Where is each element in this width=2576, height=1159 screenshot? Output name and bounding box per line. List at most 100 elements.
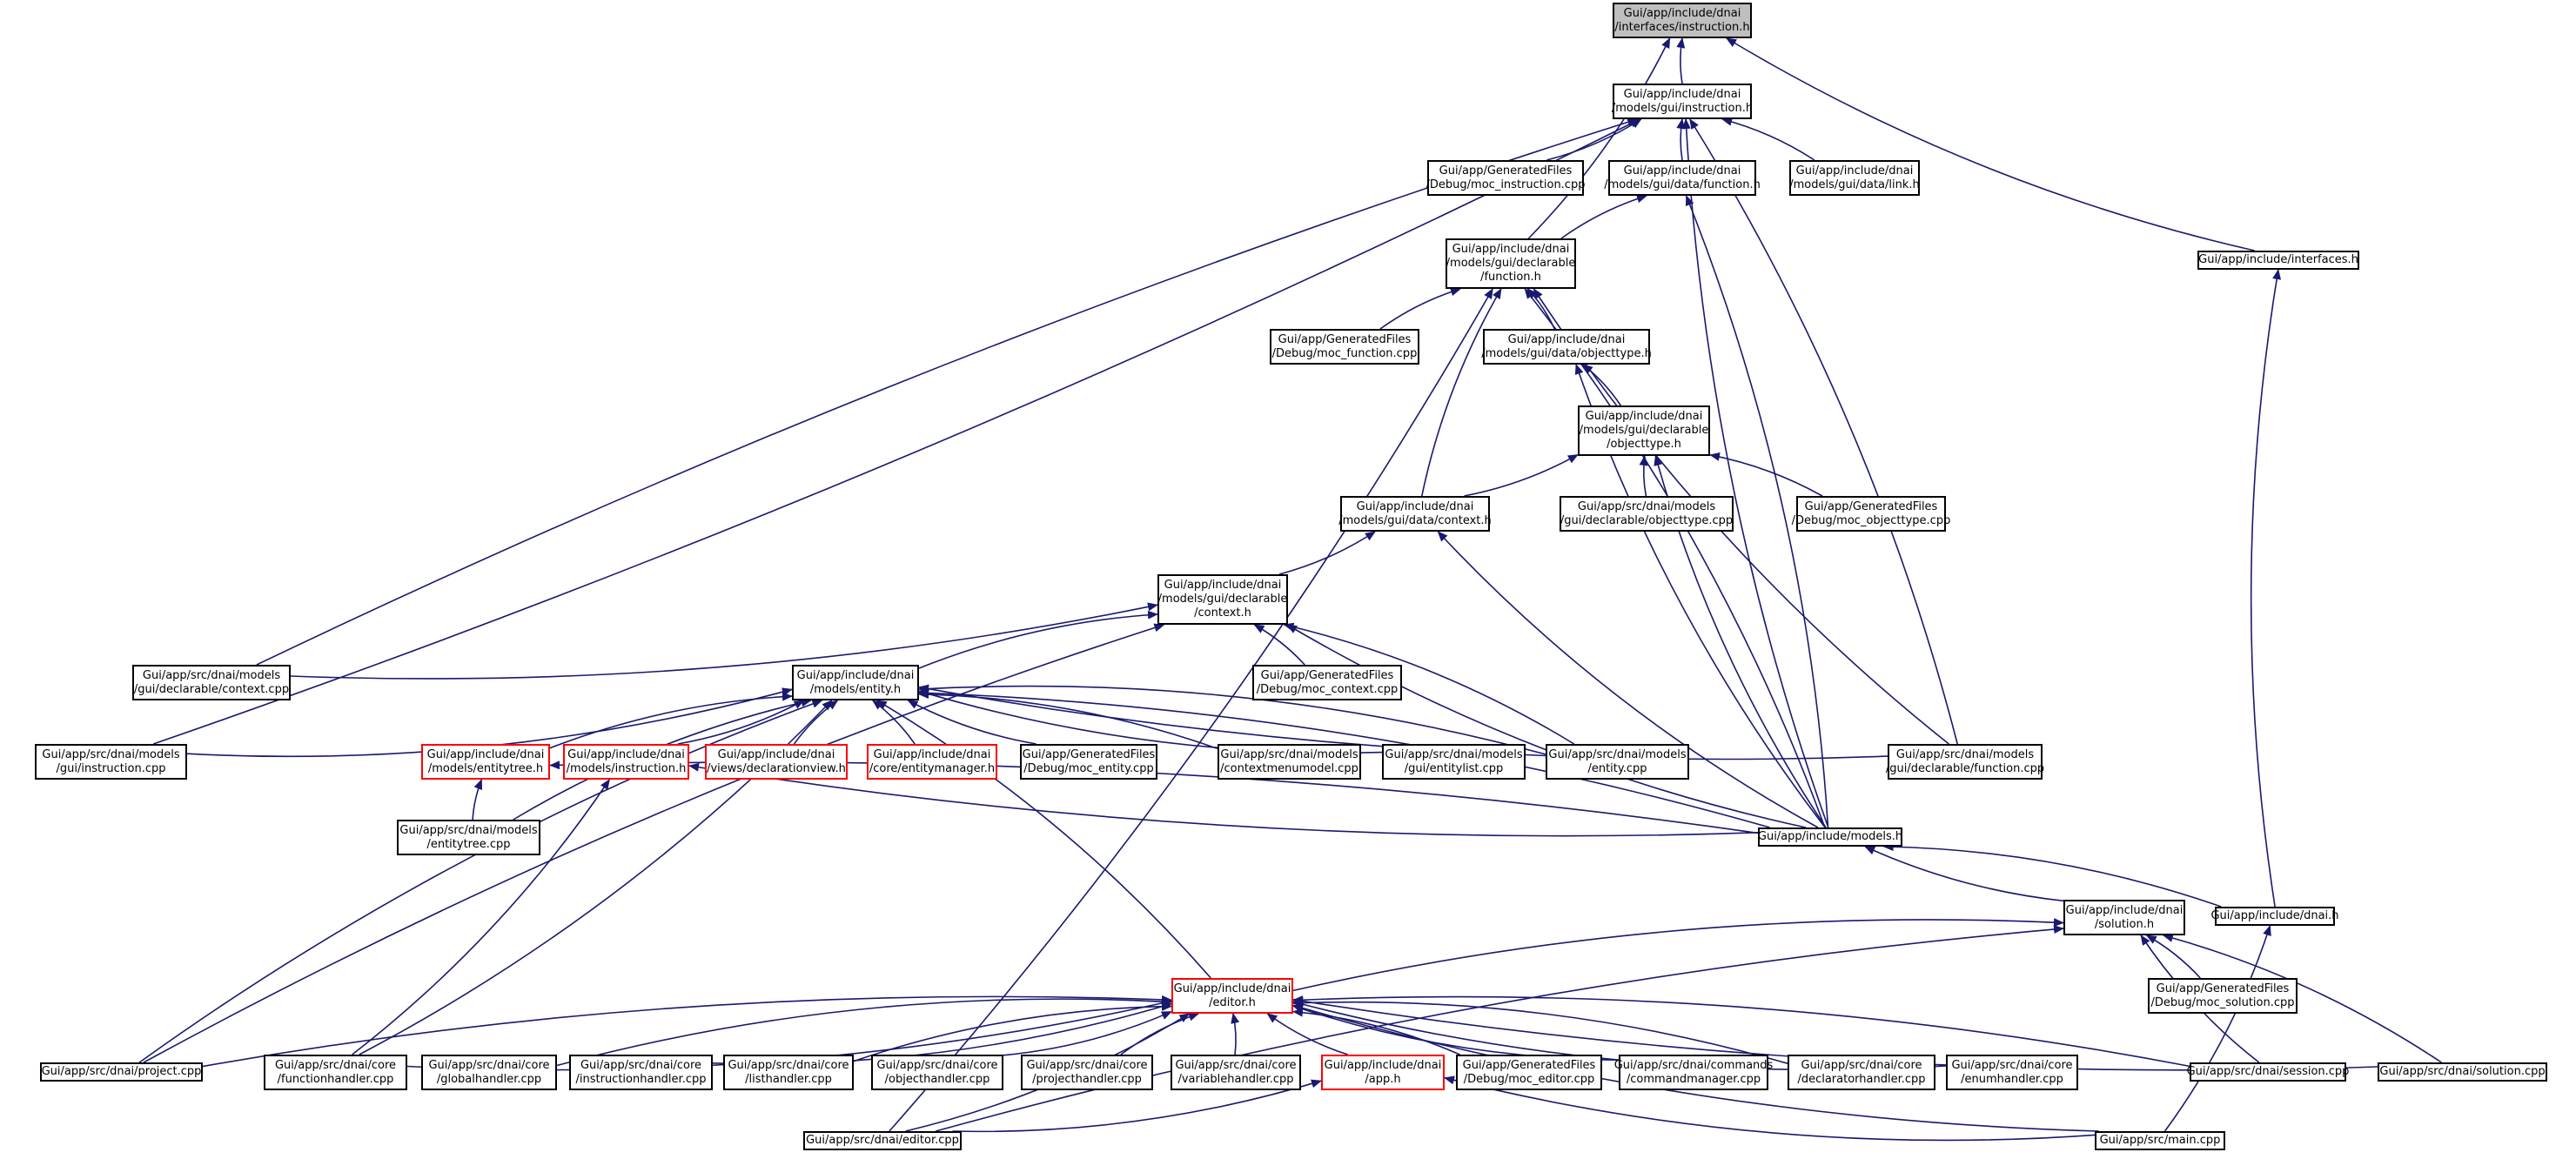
node-instr-if[interactable]: Gui/app/include/dnai/interfaces/instruct… [1613, 3, 1752, 38]
node-entitylist[interactable]: Gui/app/src/dnai/models/gui/entitylist.c… [1382, 744, 1526, 780]
node-entitytree-cpp[interactable]: Gui/app/src/dnai/models/entitytree.cpp [397, 820, 540, 855]
node-label-line: /projecthandler.cpp [1032, 1072, 1142, 1086]
node-moc-objecttype[interactable]: Gui/app/GeneratedFiles/Debug/moc_objectt… [1792, 496, 1950, 532]
node-label-line: Gui/app/include/dnai [717, 747, 835, 761]
node-label-line: Gui/app/src/dnai/models [1577, 499, 1716, 513]
node-moc-entity[interactable]: Gui/app/GeneratedFiles/Debug/moc_entity.… [1020, 744, 1157, 780]
node-label-line: /Debug/moc_context.cpp [1256, 682, 1399, 696]
node-objecthandler[interactable]: Gui/app/src/dnai/core/objecthandler.cpp [871, 1055, 1003, 1090]
edge-models-h-to-data-context [1437, 531, 1819, 828]
node-data-objecttype[interactable]: Gui/app/include/dnai/models/gui/data/obj… [1481, 329, 1652, 365]
node-decl-function[interactable]: Gui/app/include/dnai/models/gui/declarab… [1446, 238, 1576, 289]
edge-moc-entity-to-entity-h [907, 700, 1036, 745]
node-entitymanager[interactable]: Gui/app/include/dnai/core/entitymanager.… [867, 744, 997, 780]
node-label-line: Gui/app/include/dnai [1173, 981, 1291, 995]
edge-function-cpp-to-gui-instr [1689, 118, 1958, 745]
edge-entity-h-to-decl-context [918, 610, 1158, 669]
node-entity-h[interactable]: Gui/app/include/dnai/models/entity.h [792, 665, 919, 700]
node-dnai-h[interactable]: Gui/app/include/dnai.h [2210, 907, 2339, 926]
node-main-cpp[interactable]: Gui/app/src/main.cpp [2095, 1131, 2225, 1150]
node-declaratorhandler[interactable]: Gui/app/src/dnai/core/declaratorhandler.… [1788, 1055, 1935, 1090]
node-moc-solution[interactable]: Gui/app/GeneratedFiles/Debug/moc_solutio… [2148, 978, 2298, 1014]
node-editor-cpp[interactable]: Gui/app/src/dnai/editor.cpp [803, 1131, 962, 1150]
node-commandmanager[interactable]: Gui/app/src/dnai/commands/commandmanager… [1614, 1055, 1773, 1090]
node-label-line: Gui/app/src/dnai/models [399, 823, 538, 837]
node-declview[interactable]: Gui/app/include/dnai/views/declarationvi… [705, 744, 848, 780]
node-interfaces[interactable]: Gui/app/include/interfaces.h [2197, 251, 2359, 270]
node-label-line: /commandmanager.cpp [1626, 1072, 1761, 1086]
node-variablehandler[interactable]: Gui/app/src/dnai/core/variablehandler.cp… [1171, 1055, 1301, 1090]
node-moc-context[interactable]: Gui/app/GeneratedFiles/Debug/moc_context… [1252, 665, 1402, 700]
node-label-line: Gui/app/GeneratedFiles [2156, 981, 2290, 995]
node-entitytree-h[interactable]: Gui/app/include/dnai/models/entitytree.h [421, 744, 550, 780]
node-project-cpp[interactable]: Gui/app/src/dnai/project.cpp [40, 1062, 203, 1082]
edge-dnai-h-to-interfaces [2250, 269, 2282, 908]
node-label-line: Gui/app/src/dnai/core [1175, 1058, 1297, 1072]
node-listhandler[interactable]: Gui/app/src/dnai/core/listhandler.cpp [723, 1055, 854, 1090]
node-label-line: /declaratorhandler.cpp [1797, 1072, 1926, 1086]
node-label-line: /gui/instruction.cpp [56, 761, 166, 775]
edge-main-cpp-to-dnai-h [2163, 925, 2271, 1132]
node-app-h[interactable]: Gui/app/include/dnai/app.h [1321, 1055, 1445, 1090]
node-solution-h[interactable]: Gui/app/include/dnai/solution.h [2063, 900, 2185, 935]
node-label-line: Gui/app/include/dnai [796, 668, 915, 682]
node-label-line: Gui/app/src/dnai/editor.cpp [806, 1134, 959, 1147]
edge-objecthandler-to-editor-h [1003, 1010, 1172, 1056]
edge-globalhandler-to-editor-h [556, 997, 1172, 1067]
node-editor-h[interactable]: Gui/app/include/dnai/editor.h [1171, 978, 1293, 1014]
node-label-line: Gui/app/src/main.cpp [2099, 1134, 2221, 1147]
node-label-line: /listhandler.cpp [745, 1072, 832, 1086]
node-entity-cpp[interactable]: Gui/app/src/dnai/models/entity.cpp [1546, 744, 1689, 780]
node-models-instruction-h[interactable]: Gui/app/include/dnai/models/instruction.… [563, 744, 689, 780]
node-label-line: /Debug/moc_editor.cpp [1463, 1072, 1595, 1086]
node-data-context[interactable]: Gui/app/include/dnai/models/gui/data/con… [1338, 496, 1492, 532]
node-data-function[interactable]: Gui/app/include/dnai/models/gui/data/fun… [1604, 160, 1761, 196]
node-models-h[interactable]: Gui/app/include/models.h [1758, 827, 1902, 847]
node-label-line: /context.h [1194, 606, 1251, 620]
node-contextmenumodel[interactable]: Gui/app/src/dnai/models/contextmenumodel… [1218, 744, 1361, 780]
node-label-line: /models/gui/declarable [1157, 593, 1288, 606]
node-decl-context[interactable]: Gui/app/include/dnai/models/gui/declarab… [1157, 574, 1288, 625]
node-moc-editor[interactable]: Gui/app/GeneratedFiles/Debug/moc_editor.… [1456, 1055, 1602, 1090]
node-label-line: Gui/app/include/dnai [426, 747, 545, 761]
node-label-line: /views/declarationview.h [707, 761, 846, 775]
node-moc-function[interactable]: Gui/app/GeneratedFiles/Debug/moc_functio… [1270, 329, 1419, 365]
edge-project-cpp-to-entity-h [138, 700, 823, 1063]
node-functionhandler[interactable]: Gui/app/src/dnai/core/functionhandler.cp… [264, 1055, 407, 1090]
node-instructionhandler[interactable]: Gui/app/src/dnai/core/instructionhandler… [569, 1055, 713, 1090]
node-gui-instr[interactable]: Gui/app/include/dnai/models/gui/instruct… [1612, 84, 1753, 119]
node-projecthandler[interactable]: Gui/app/src/dnai/core/projecthandler.cpp [1021, 1055, 1153, 1090]
node-label-line: /functionhandler.cpp [277, 1072, 394, 1086]
edge-moc-solution-to-solution-h [2145, 935, 2201, 979]
edge-entitymanager-to-entity-h [871, 700, 916, 745]
node-gui-instruction-cpp[interactable]: Gui/app/src/dnai/models/gui/instruction.… [35, 744, 187, 780]
node-context-cpp[interactable]: Gui/app/src/dnai/models/gui/declarable/c… [132, 665, 291, 700]
node-objecttype-cpp[interactable]: Gui/app/src/dnai/models/gui/declarable/o… [1560, 496, 1734, 532]
node-session-cpp[interactable]: Gui/app/src/dnai/session.cpp [2187, 1062, 2349, 1082]
node-label-line: /variablehandler.cpp [1177, 1072, 1294, 1086]
edge-gui-instruction-cpp-to-gui-instr [153, 118, 1641, 745]
node-label-line: /globalhandler.cpp [436, 1072, 542, 1086]
node-enumhandler[interactable]: Gui/app/src/dnai/core/enumhandler.cpp [1946, 1055, 2078, 1090]
node-decl-objecttype[interactable]: Gui/app/include/dnai/models/gui/declarab… [1578, 405, 1710, 456]
node-label-line: Gui/app/src/dnai/project.cpp [41, 1065, 202, 1078]
node-label-line: Gui/app/include/dnai [1795, 164, 1914, 178]
edge-solution-h-to-models-h [1864, 846, 2064, 902]
edge-project-cpp-to-decl-context [143, 623, 1165, 1063]
node-solution-cpp[interactable]: Gui/app/src/dnai/solution.cpp [2378, 1062, 2547, 1082]
node-data-link[interactable]: Gui/app/include/dnai/models/gui/data/lin… [1789, 160, 1920, 196]
node-label-line: Gui/app/include/dnai [1164, 579, 1282, 592]
node-function-cpp[interactable]: Gui/app/src/dnai/models/gui/declarable/f… [1886, 744, 2044, 780]
node-moc-instr[interactable]: Gui/app/GeneratedFiles/Debug/moc_instruc… [1426, 160, 1585, 196]
edge-main-cpp-to-editor-h [1292, 1003, 2099, 1132]
node-label-line: Gui/app/GeneratedFiles [1278, 332, 1412, 346]
edge-project-cpp-to-editor-h [202, 995, 1172, 1068]
node-label-line: /gui/entitylist.cpp [1404, 761, 1504, 775]
node-label-line: Gui/app/include/dnai [1324, 1058, 1442, 1072]
edge-context-cpp-to-gui-instr [256, 117, 1639, 666]
node-globalhandler[interactable]: Gui/app/src/dnai/core/globalhandler.cpp [421, 1055, 557, 1090]
node-label-line: /models/gui/data/function.h [1604, 178, 1761, 191]
node-label-line: Gui/app/GeneratedFiles [1804, 499, 1938, 513]
node-label-line: Gui/app/src/dnai/models [1548, 747, 1687, 761]
edge-editor-cpp-to-solution-h [935, 925, 2064, 1132]
